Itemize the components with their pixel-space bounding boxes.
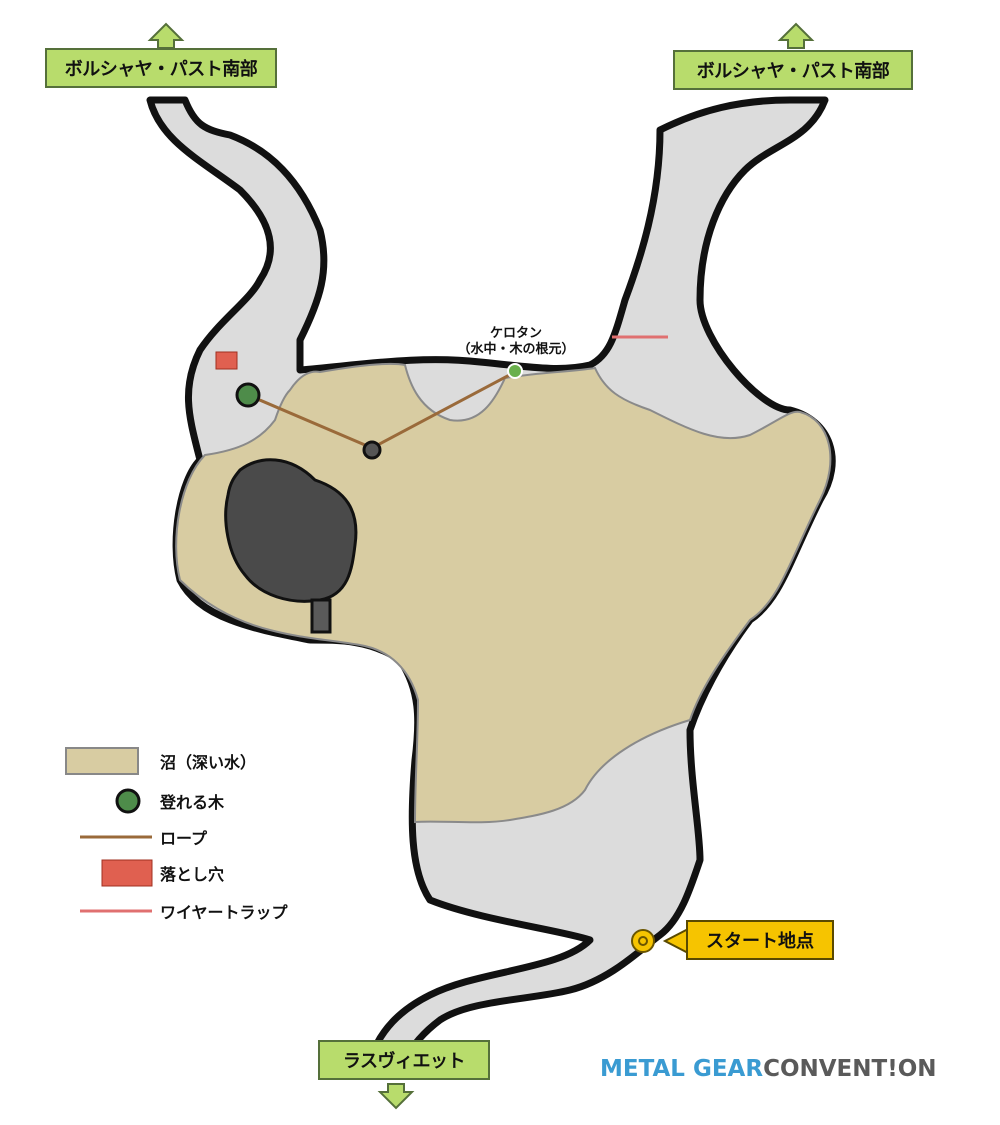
rope-anchor-marker [362,440,382,460]
kerotan-marker [507,363,523,379]
kerotan-label-line2: （水中・木の根元） [457,342,575,357]
legend-pitfall: 落とし穴 [66,859,326,887]
rope-lines [247,370,516,450]
start-marker [631,929,655,953]
legend-swamp: 沼（深い水） [66,747,326,775]
logo-part2: CONVENT!ON [763,1056,937,1082]
legend-swamp-swatch [65,747,139,775]
pitfall-marker [215,351,238,370]
start-marker-dot [638,936,648,946]
rock-formation [224,458,358,634]
swamp-area [175,362,832,824]
legend-rope: ロープ [66,823,326,851]
exit-label-top-left: ボルシャヤ・パスト南部 [45,48,277,88]
legend-keys [65,747,153,913]
legend-tree-label: 登れる木 [160,793,225,812]
legend-rope-label: ロープ [160,829,208,848]
exit-label-bottom: ラスヴィエット [318,1040,490,1080]
logo-part1: METAL GEAR [600,1056,764,1082]
legend-wire-label: ワイヤートラップ [160,903,288,922]
site-logo: METAL GEARCONVENT!ON [600,1056,937,1082]
legend-climbable-tree: 登れる木 [66,787,326,815]
legend-swamp-label: 沼（深い水） [160,753,257,772]
start-label: スタート地点 [686,920,834,960]
exit-arrow-top-left [147,22,185,49]
climbable-tree-marker [235,382,261,408]
exit-arrow-top-right [777,22,815,49]
exit-label-top-right: ボルシャヤ・パスト南部 [673,50,913,90]
exit-arrow-bottom [377,1083,415,1110]
legend-pitfall-swatch [101,859,153,887]
legend-wire-trap: ワイヤートラップ [66,897,326,925]
kerotan-label-line1: ケロタン [489,326,542,341]
kerotan-label: ケロタン （水中・木の根元） [446,326,586,358]
legend-tree-swatch [115,788,141,814]
legend-pitfall-label: 落とし穴 [160,865,225,884]
